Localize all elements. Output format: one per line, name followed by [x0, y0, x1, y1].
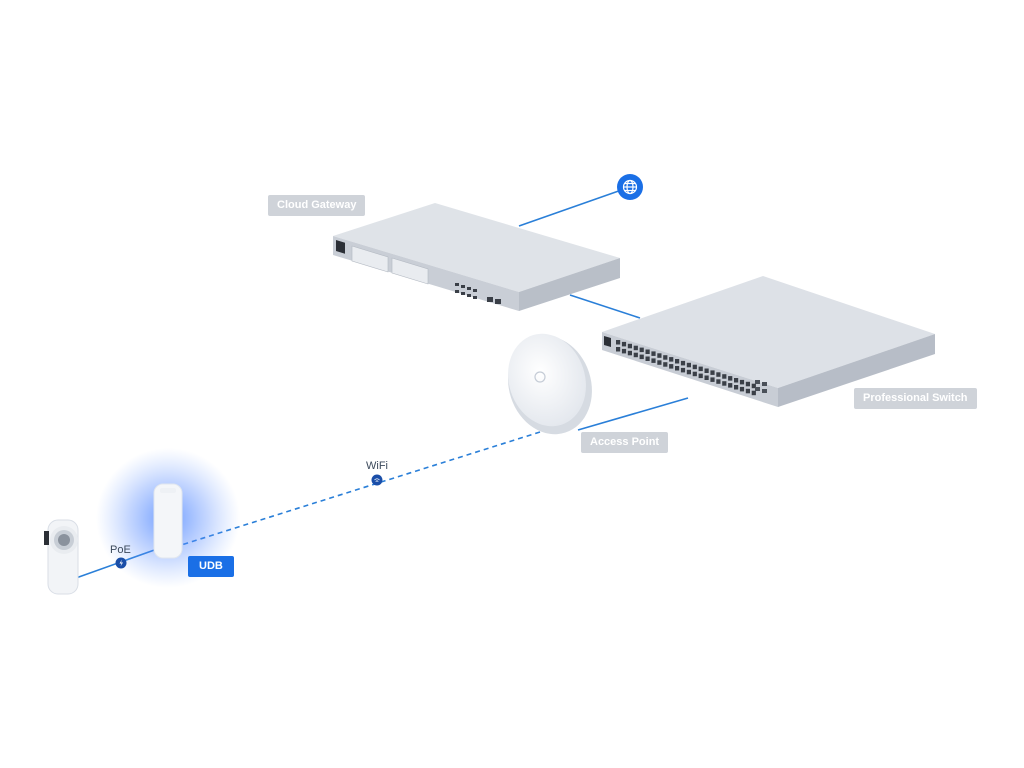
- switch-port: [751, 390, 756, 396]
- poe-text: PoE: [110, 544, 131, 556]
- switch-port: [680, 360, 686, 366]
- switch-port: [710, 370, 715, 375]
- switch-port: [739, 386, 745, 392]
- switch-port: [657, 353, 662, 358]
- poe-marker: [115, 557, 127, 569]
- switch-port: [745, 388, 750, 394]
- switch-port: [669, 357, 674, 362]
- switch-port: [728, 376, 733, 381]
- switch-port: [680, 367, 686, 373]
- switch-port: [651, 358, 656, 363]
- gateway-switch-link: [569, 294, 641, 319]
- switch-port: [692, 371, 697, 377]
- switch-port: [716, 372, 721, 377]
- access-point-device: [508, 333, 592, 435]
- switch-ap-link: [577, 397, 689, 431]
- power-icon: [119, 559, 123, 567]
- switch-port: [639, 354, 644, 360]
- access-point-label: Access Point: [581, 432, 669, 453]
- switch-port: [734, 385, 739, 390]
- switch-port: [734, 378, 739, 383]
- cloud-gateway-label: Cloud Gateway: [268, 195, 366, 216]
- switch-port: [739, 379, 745, 385]
- switch-port: [645, 349, 650, 354]
- switch-port: [704, 375, 709, 380]
- cloud-gateway-device: [333, 203, 620, 311]
- switch-port: [621, 348, 627, 354]
- wifi-icon: [374, 478, 380, 482]
- switch-port: [627, 343, 632, 349]
- switch-port: [663, 362, 668, 367]
- switch-port: [686, 362, 691, 368]
- wifi-text: WiFi: [366, 460, 388, 472]
- switch-port: [745, 381, 750, 387]
- switch-port: [686, 369, 691, 375]
- switch-port: [728, 383, 733, 388]
- professional-switch-device: [602, 276, 935, 407]
- switch-port: [663, 355, 668, 360]
- switch-port: [639, 347, 644, 353]
- switch-port: [751, 383, 756, 389]
- switch-ports: [616, 340, 756, 396]
- internet-link: [518, 186, 631, 227]
- switch-port: [710, 377, 715, 382]
- udb-device: [96, 448, 240, 588]
- camera-device: [44, 519, 79, 595]
- switch-port: [633, 345, 638, 351]
- switch-port: [722, 374, 727, 379]
- switch-port: [698, 373, 703, 379]
- switch-port: [698, 366, 703, 372]
- switch-port: [692, 364, 697, 370]
- switch-port: [669, 364, 674, 369]
- switch-port: [716, 379, 721, 384]
- switch-port: [633, 352, 638, 358]
- switch-port: [675, 366, 680, 371]
- globe-icon: [622, 179, 638, 195]
- professional-switch-label: Professional Switch: [854, 388, 977, 409]
- switch-port: [651, 351, 656, 356]
- switch-port: [627, 350, 632, 356]
- switch-port: [645, 356, 650, 361]
- switch-port: [621, 341, 627, 347]
- internet-node: [617, 174, 643, 200]
- switch-port: [675, 359, 680, 364]
- switch-port: [657, 360, 662, 365]
- switch-port: [722, 381, 727, 386]
- switch-port: [704, 368, 709, 373]
- ubiquiti-logo-icon: [534, 371, 546, 383]
- switch-port: [616, 340, 621, 345]
- switch-port: [616, 347, 621, 352]
- wifi-marker: [371, 474, 383, 486]
- udb-label: UDB: [188, 556, 234, 577]
